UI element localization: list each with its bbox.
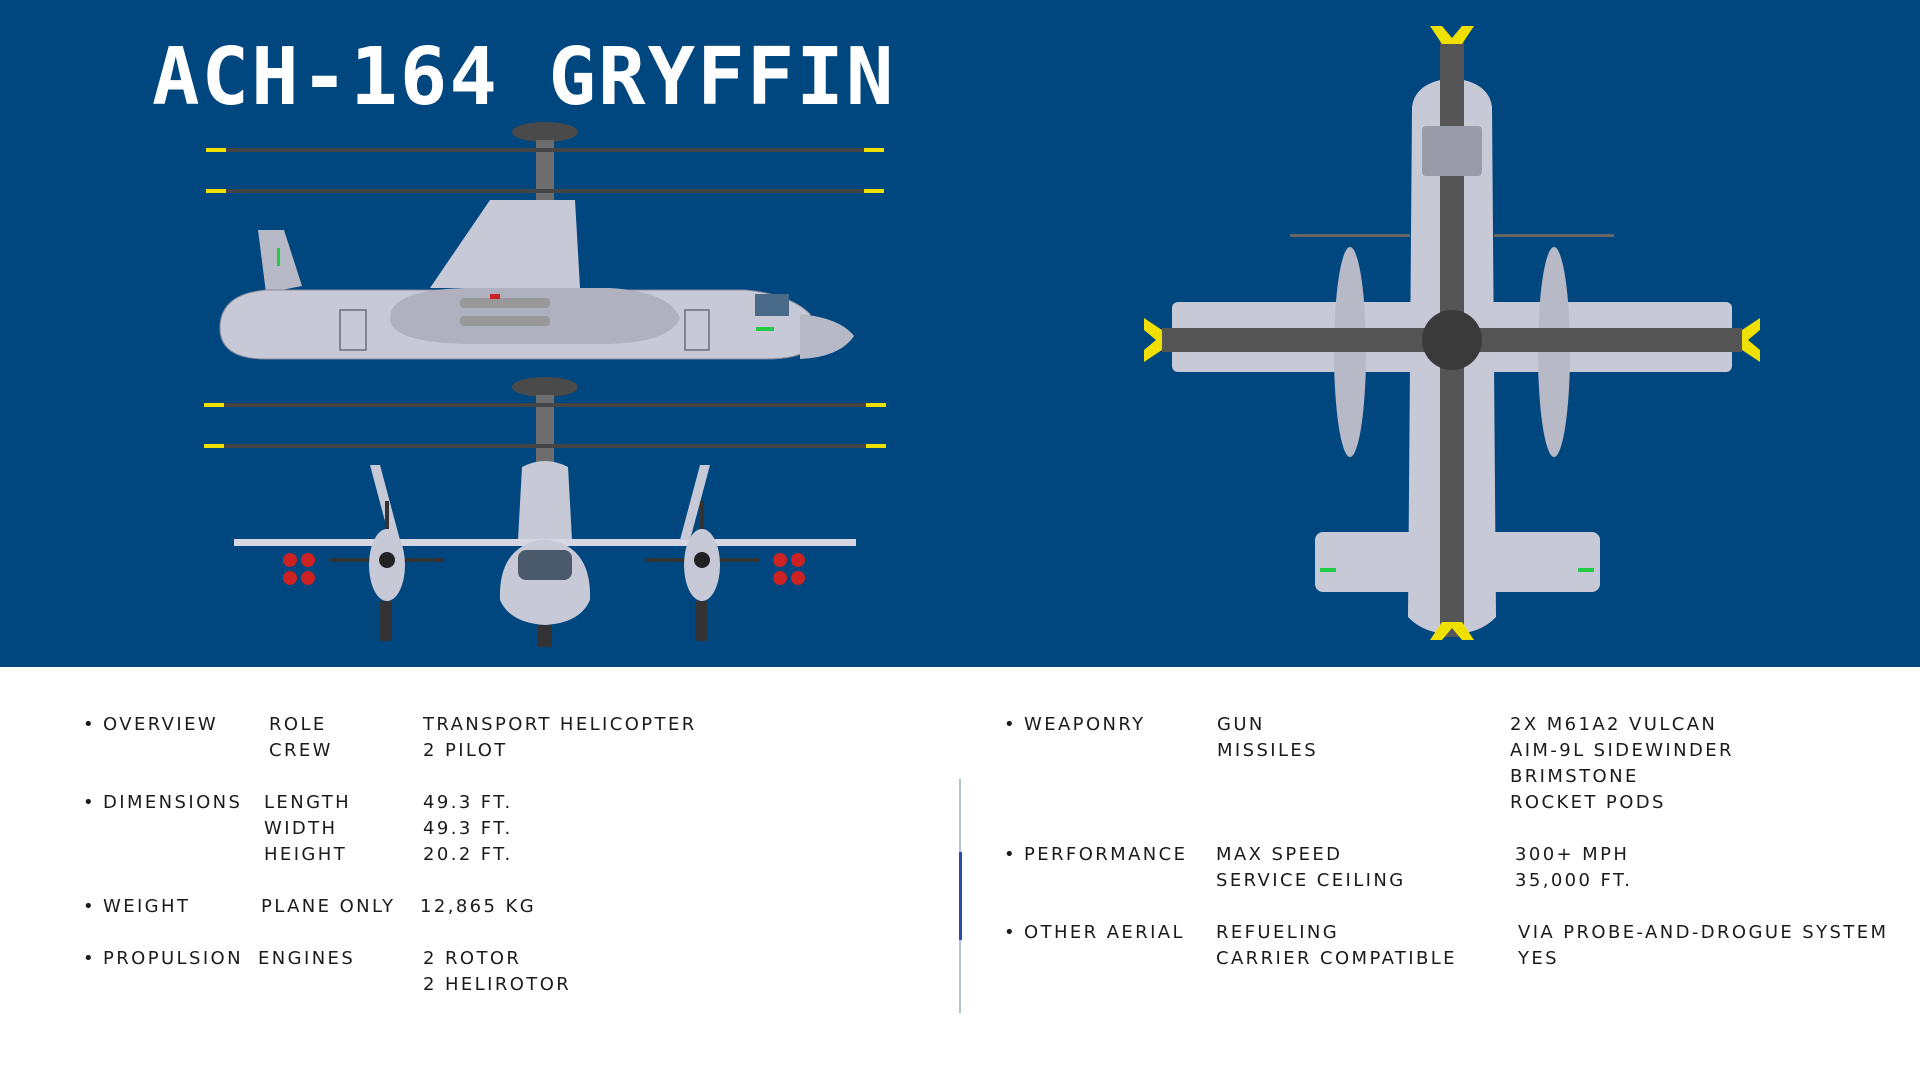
spec-category: DIMENSIONS <box>83 792 242 813</box>
rotor-tip-bottom <box>1430 622 1474 640</box>
spec-label: HEIGHT <box>264 844 348 865</box>
lower-rotor-tip-left <box>206 189 226 193</box>
spec-label: ENGINES <box>258 948 356 969</box>
left-propeller-top <box>1290 234 1410 237</box>
rotor-hub-top <box>1422 310 1482 370</box>
upper-rotor-blade <box>206 148 884 152</box>
left-rocket-pod-1 <box>283 553 297 567</box>
spec-value: 49.3 FT. <box>423 792 513 813</box>
spec-value: 20.2 FT. <box>423 844 513 865</box>
spec-value: AIM-9L SIDEWINDER <box>1510 740 1734 761</box>
spec-label: SERVICE CEILING <box>1216 870 1406 891</box>
spec-category: WEIGHT <box>83 896 190 917</box>
spec-value: 2 PILOT <box>423 740 508 761</box>
front-view-drawing <box>204 377 886 647</box>
hero-banner: ACH-164 GRYFFIN <box>0 0 1920 667</box>
left-landing-gear <box>380 601 392 641</box>
missile-marker <box>490 294 500 299</box>
spec-label: MISSILES <box>1217 740 1319 761</box>
spec-value: 2 ROTOR <box>423 948 522 969</box>
spec-label: CREW <box>269 740 333 761</box>
front-landing-gear <box>538 625 552 647</box>
page-title: ACH-164 GRYFFIN <box>152 31 896 123</box>
left-rocket-pod-2 <box>301 553 315 567</box>
column-divider-accent <box>959 852 962 940</box>
right-rocket-pod-4 <box>791 571 805 585</box>
spec-value: 49.3 FT. <box>423 818 513 839</box>
spec-label: LENGTH <box>264 792 352 813</box>
upper-rotor-tip-right <box>864 148 884 152</box>
right-rocket-pod-1 <box>773 553 787 567</box>
right-landing-gear <box>695 601 707 641</box>
upper-rotor-tip-left <box>206 148 226 152</box>
rocket-pod-upper <box>460 298 550 308</box>
spec-value: TRANSPORT HELICOPTER <box>423 714 697 735</box>
front-upper-rotor-blade <box>204 403 886 407</box>
right-wing-strut <box>680 465 710 540</box>
left-rocket-pod-3 <box>283 571 297 585</box>
cockpit-window <box>755 294 789 316</box>
cockpit-marker <box>756 327 774 331</box>
spec-label: GUN <box>1217 714 1265 735</box>
spec-label: ROLE <box>269 714 327 735</box>
spec-label: PLANE ONLY <box>261 896 396 917</box>
spec-value: 12,865 KG <box>420 896 537 917</box>
spec-label: REFUELING <box>1216 922 1340 943</box>
rotor-tip-right <box>1742 318 1760 362</box>
front-upper-rotor-tip-right <box>866 403 886 407</box>
front-lower-rotor-blade <box>204 444 886 448</box>
front-canopy <box>518 550 572 580</box>
tail-marker-left <box>1320 568 1336 572</box>
nose-cone <box>800 314 854 359</box>
cockpit-top <box>1422 126 1482 176</box>
front-lower-rotor-tip-left <box>204 444 224 448</box>
front-rotor-hub-cap <box>512 377 578 397</box>
lower-rotor-tip-right <box>864 189 884 193</box>
spec-value: VIA PROBE-AND-DROGUE SYSTEM <box>1518 922 1889 943</box>
right-rocket-pod-2 <box>791 553 805 567</box>
spec-value: ROCKET PODS <box>1510 792 1666 813</box>
rocket-pod-lower <box>460 316 550 326</box>
spec-label: MAX SPEED <box>1216 844 1343 865</box>
left-rocket-pod-4 <box>301 571 315 585</box>
spec-value: 2X M61A2 VULCAN <box>1510 714 1718 735</box>
spec-category: WEAPONRY <box>1004 714 1146 735</box>
front-rotor-mast <box>536 395 554 475</box>
rotor-hub-cap <box>512 122 578 142</box>
right-engine-hub <box>694 552 710 568</box>
spec-category: PERFORMANCE <box>1004 844 1187 865</box>
rotor-tip-top <box>1430 26 1474 44</box>
top-view-drawing <box>1144 26 1760 640</box>
lower-rotor-blade <box>206 189 884 193</box>
spec-category: OVERVIEW <box>83 714 218 735</box>
tail-marker-right <box>1578 568 1594 572</box>
front-upper-rotor-tip-left <box>204 403 224 407</box>
cargo-door <box>339 309 367 351</box>
front-lower-rotor-tip-right <box>866 444 886 448</box>
spec-category: PROPULSION <box>83 948 243 969</box>
spec-value: 2 HELIROTOR <box>423 974 572 995</box>
spec-value: 35,000 FT. <box>1515 870 1633 891</box>
spec-value: 300+ MPH <box>1515 844 1630 865</box>
front-pylon <box>518 461 572 540</box>
rotor-tip-left <box>1144 318 1162 362</box>
right-propeller-top <box>1494 234 1614 237</box>
spec-value: BRIMSTONE <box>1510 766 1639 787</box>
rotor-pylon <box>430 200 580 288</box>
spec-category: OTHER AERIAL <box>1004 922 1185 943</box>
spec-label: WIDTH <box>264 818 338 839</box>
side-view-drawing <box>206 122 884 360</box>
spec-value: YES <box>1518 948 1559 969</box>
left-engine-hub <box>379 552 395 568</box>
tail-fin-marker <box>277 248 280 266</box>
rotor-mast <box>536 140 554 216</box>
spec-label: CARRIER COMPATIBLE <box>1216 948 1457 969</box>
right-rocket-pod-3 <box>773 571 787 585</box>
front-door <box>684 309 710 351</box>
